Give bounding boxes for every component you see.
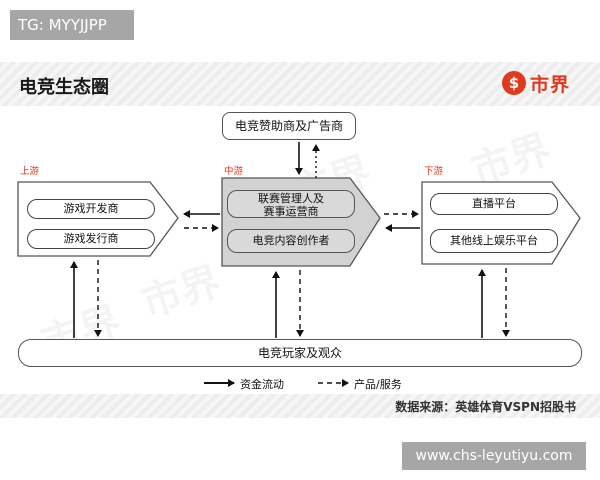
downstream-item-entertainment: 其他线上娱乐平台: [430, 229, 558, 253]
tg-badge: TG: MYYJJPP: [10, 10, 134, 40]
legend-product-label: 产品/服务: [354, 378, 402, 391]
legend-money-label: 资金流动: [240, 378, 284, 391]
stage-label-midstream: 中游: [224, 166, 244, 177]
midstream-item-league-operator: 联赛管理人及 赛事运营商: [227, 190, 355, 218]
source-note: 数据来源：英雄体育VSPN招股书: [395, 400, 576, 414]
stage-label-downstream: 下游: [424, 166, 444, 177]
upstream-item-developer: 游戏开发商: [27, 199, 155, 219]
upstream-item-publisher: 游戏发行商: [27, 229, 155, 249]
url-badge: www.chs-leyutiyu.com: [402, 442, 586, 470]
stage-label-upstream: 上游: [20, 166, 40, 177]
midstream-item-content-creator: 电竞内容创作者: [227, 229, 355, 253]
brand-logo: $ 市界: [502, 70, 582, 100]
dollar-icon: $: [502, 71, 526, 95]
downstream-item-streaming: 直播平台: [430, 193, 558, 215]
sponsors-box: 电竞赞助商及广告商: [222, 112, 356, 140]
footer-band: [0, 394, 600, 418]
players-bar: 电竞玩家及观众: [18, 339, 582, 367]
logo-text: 市界: [530, 74, 571, 96]
header-band: [0, 62, 600, 106]
page-title: 电竞生态圈: [19, 77, 109, 98]
